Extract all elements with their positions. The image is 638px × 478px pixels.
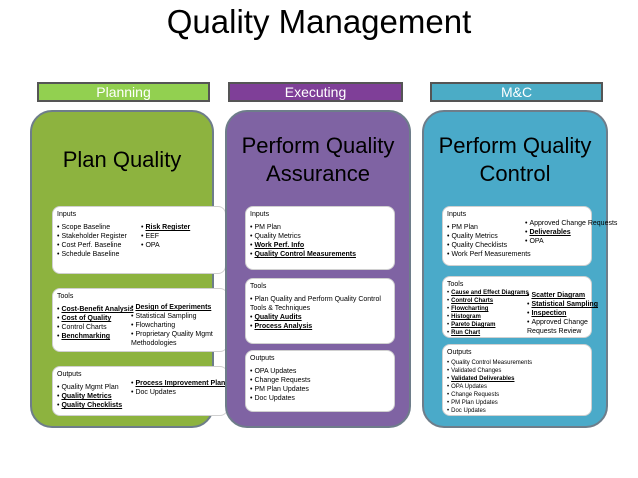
list-item: Work Perf Measurements <box>447 250 530 259</box>
list-item: Statistical Sampling <box>531 301 598 308</box>
list-item: Benchmarking <box>61 333 111 340</box>
list-item: Control Charts <box>451 298 494 304</box>
list-item: Flowcharting <box>451 306 489 312</box>
list-item: Stakeholder Register <box>57 232 126 241</box>
list-item: OPA <box>141 241 190 250</box>
list-item: Statistical Sampling <box>131 312 227 321</box>
list-item: Design of Experiments <box>135 304 212 311</box>
list-item: Validated Deliverables <box>451 376 515 382</box>
list-item: Quality Metrics <box>250 232 356 241</box>
phase-mc: M&C <box>430 82 603 102</box>
panel-title: Plan Quality <box>62 147 182 172</box>
inputs-box: Inputs Scope Baseline Stakeholder Regist… <box>52 206 226 274</box>
outputs-box: Outputs OPA Updates Change Requests PM P… <box>245 350 395 412</box>
list-item: Cost-Benefit Analysis <box>61 306 134 313</box>
box-heading: Outputs <box>447 349 472 356</box>
tools-box: Tools Plan Quality and Perform Quality C… <box>245 278 395 344</box>
list-item: Flowcharting <box>131 321 227 330</box>
outputs-box: Outputs Quality Control Measurements Val… <box>442 344 592 416</box>
box-heading: Tools <box>57 293 74 300</box>
list-item: Doc Updates <box>131 388 227 397</box>
panel-title: Perform Quality Assurance <box>241 133 395 186</box>
list-item: Scope Baseline <box>57 223 127 232</box>
list-item: Change Requests <box>250 376 310 385</box>
box-heading: Inputs <box>447 211 467 218</box>
phase-label: M&C <box>500 84 533 100</box>
list-item: Scatter Diagram <box>531 292 586 299</box>
list-item: PM Plan <box>250 223 356 232</box>
list-item: Schedule Baseline <box>57 250 127 259</box>
list-item: Cause and Effect Diagrams <box>451 290 529 296</box>
list-item: Process Analysis <box>254 323 313 330</box>
box-heading: Tools <box>250 283 267 290</box>
list-item: OPA Updates <box>447 383 532 391</box>
panel-title: Perform Quality Control <box>438 133 592 186</box>
page-title: Quality Management <box>166 3 472 40</box>
list-item: PM Plan Updates <box>250 385 311 394</box>
list-item: Histogram <box>451 314 481 320</box>
tools-box: Tools Cause and Effect Diagrams Control … <box>442 276 598 338</box>
list-item: Cost of Quality <box>61 315 112 322</box>
list-item: Quality Mgmt Plan <box>57 383 122 392</box>
list-item: OPA Updates <box>250 367 311 376</box>
list-item: Pareto Diagram <box>451 322 496 328</box>
list-item: PM Plan Updates <box>447 399 532 407</box>
list-item: Plan Quality and Perform Quality Control… <box>250 295 392 313</box>
list-item: OPA <box>525 237 617 246</box>
list-item: Approved Change Requests <box>525 219 617 228</box>
tools-box: Tools Cost-Benefit Analysis Cost of Qual… <box>52 288 228 352</box>
box-heading: Inputs <box>57 211 77 218</box>
list-item: Change Requests <box>447 391 532 399</box>
list-item: Proprietary Quality Mgmt Methodologies <box>131 330 227 348</box>
phase-label: Executing <box>284 84 347 100</box>
list-item: Quality Audits <box>254 314 302 321</box>
list-item: Quality Metrics <box>447 232 531 241</box>
box-heading: Inputs <box>250 211 270 218</box>
inputs-box: Inputs PM Plan Quality Metrics Work Perf… <box>245 206 395 270</box>
box-heading: Outputs <box>57 371 82 378</box>
phase-executing: Executing <box>228 82 403 102</box>
panel-perform-quality-assurance: Perform Quality Assurance Inputs PM Plan… <box>225 110 411 428</box>
list-item: Approved Change Requests Review <box>527 318 591 336</box>
list-item: Quality Checklists <box>447 241 531 250</box>
list-item: EEF <box>141 232 190 241</box>
inputs-box: Inputs PM Plan Quality Metrics Quality C… <box>442 206 617 266</box>
box-heading: Outputs <box>250 355 275 362</box>
list-item: Quality Metrics <box>61 393 112 400</box>
list-item: Control Charts <box>57 323 134 332</box>
list-item: Quality Control Measurements <box>447 359 532 367</box>
list-item: Doc Updates <box>447 407 532 415</box>
list-item: Risk Register <box>145 224 191 231</box>
list-item: Process Improvement Plan <box>135 380 226 387</box>
phase-planning: Planning <box>37 82 210 102</box>
list-item: Quality Control Measurements <box>254 251 356 258</box>
list-item: Quality Checklists <box>61 402 123 409</box>
list-item: PM Plan <box>447 223 531 232</box>
phase-label: Planning <box>96 84 151 100</box>
list-item: Cost Perf. Baseline <box>57 241 127 250</box>
list-item: Validated Changes <box>447 367 532 375</box>
list-item: Work Perf. Info <box>254 242 305 249</box>
list-item: Inspection <box>531 310 567 317</box>
list-item: Doc Updates <box>250 394 311 403</box>
outputs-box: Outputs Quality Mgmt Plan Quality Metric… <box>52 366 228 416</box>
box-heading: Tools <box>447 281 464 288</box>
panel-perform-quality-control: Perform Quality Control Inputs PM Plan Q… <box>422 110 617 428</box>
panel-plan-quality: Plan Quality Inputs Scope Baseline Stake… <box>30 110 228 428</box>
list-item: Deliverables <box>529 229 571 236</box>
list-item: Run Chart <box>451 330 481 336</box>
